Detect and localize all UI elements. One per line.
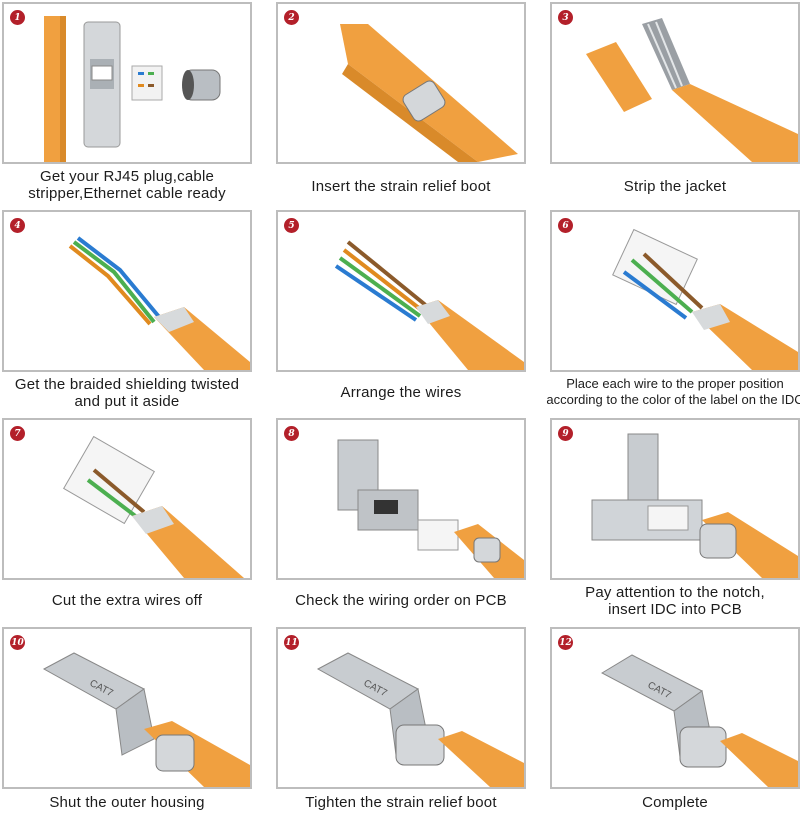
caption-line: and put it aside	[74, 393, 180, 410]
cut-wires-illustration	[63, 435, 244, 578]
step-4-caption: Get the braided shielding twisted and pu…	[0, 376, 262, 410]
caption-line: stripper,Ethernet cable ready	[28, 185, 226, 202]
step-1-image-panel: 1	[2, 2, 252, 164]
caption-line: Get your RJ45 plug,cable	[39, 168, 215, 185]
pcb-wiring-order-illustration	[337, 439, 524, 578]
step-number-badge: 9	[558, 426, 573, 441]
tightened-boot-illustration: CAT7	[316, 652, 524, 787]
stripped-jacket-illustration	[586, 18, 798, 162]
step-number-badge: 1	[10, 10, 25, 25]
caption-line: Complete	[642, 794, 708, 811]
step-11-caption: Tighten the strain relief boot	[266, 794, 536, 811]
step-number-badge: 2	[284, 10, 299, 25]
caption-line: Arrange the wires	[340, 384, 462, 401]
caption-line: Shut the outer housing	[49, 794, 205, 811]
step-number-badge: 12	[558, 635, 573, 650]
completed-plug-illustration: CAT7	[600, 654, 798, 787]
wires-in-idc-illustration	[612, 228, 798, 370]
step-3-image-panel: 3	[550, 2, 800, 164]
idc-insert-pcb-illustration	[591, 433, 798, 578]
step-number-badge: 10	[10, 635, 25, 650]
step-number-badge: 3	[558, 10, 573, 25]
step-12-image-panel: 12 CAT7	[550, 627, 800, 789]
step-1-caption: Get your RJ45 plug,cable stripper,Ethern…	[0, 168, 262, 202]
step-7-caption: Cut the extra wires off	[0, 592, 262, 609]
step-number-badge: 7	[10, 426, 25, 441]
caption-line: insert IDC into PCB	[608, 601, 742, 618]
step-3-caption: Strip the jacket	[540, 178, 800, 195]
strain-relief-boot-illustration	[340, 24, 518, 162]
step-6-caption: Place each wire to the proper position a…	[540, 376, 800, 408]
step-2-caption: Insert the strain relief boot	[266, 178, 536, 195]
caption-line: Cut the extra wires off	[51, 592, 203, 609]
braided-shielding-illustration	[68, 236, 250, 370]
step-5-image-panel: 5	[276, 210, 526, 372]
caption-line: Insert the strain relief boot	[311, 178, 491, 195]
step-2-image-panel: 2	[276, 2, 526, 164]
step-7-image-panel: 7	[2, 418, 252, 580]
step-number-badge: 11	[284, 635, 299, 650]
caption-line: Place each wire to the proper position	[566, 376, 784, 391]
caption-line: Check the wiring order on PCB	[295, 592, 507, 609]
step-10-image-panel: 10 CAT7	[2, 627, 252, 789]
caption-line: Tighten the strain relief boot	[305, 794, 497, 811]
step-12-caption: Complete	[540, 794, 800, 811]
caption-line: according to the color of the label on t…	[546, 392, 800, 407]
step-9-caption: Pay attention to the notch, insert IDC i…	[540, 584, 800, 618]
step-8-caption: Check the wiring order on PCB	[266, 592, 536, 609]
caption-line: Strip the jacket	[623, 178, 727, 195]
step-5-caption: Arrange the wires	[266, 384, 536, 401]
step-number-badge: 6	[558, 218, 573, 233]
rj45-plug-kit-illustration	[44, 16, 221, 162]
step-6-image-panel: 6	[550, 210, 800, 372]
step-number-badge: 5	[284, 218, 299, 233]
step-4-image-panel: 4	[2, 210, 252, 372]
step-11-image-panel: 11 CAT7	[276, 627, 526, 789]
arranged-wires-illustration	[334, 240, 524, 370]
step-number-badge: 4	[10, 218, 25, 233]
caption-line: Pay attention to the notch,	[585, 584, 765, 601]
caption-line: Get the braided shielding twisted	[14, 376, 240, 393]
step-10-caption: Shut the outer housing	[0, 794, 262, 811]
outer-housing-illustration: CAT7	[42, 652, 250, 787]
step-8-image-panel: 8	[276, 418, 526, 580]
step-9-image-panel: 9	[550, 418, 800, 580]
step-number-badge: 8	[284, 426, 299, 441]
